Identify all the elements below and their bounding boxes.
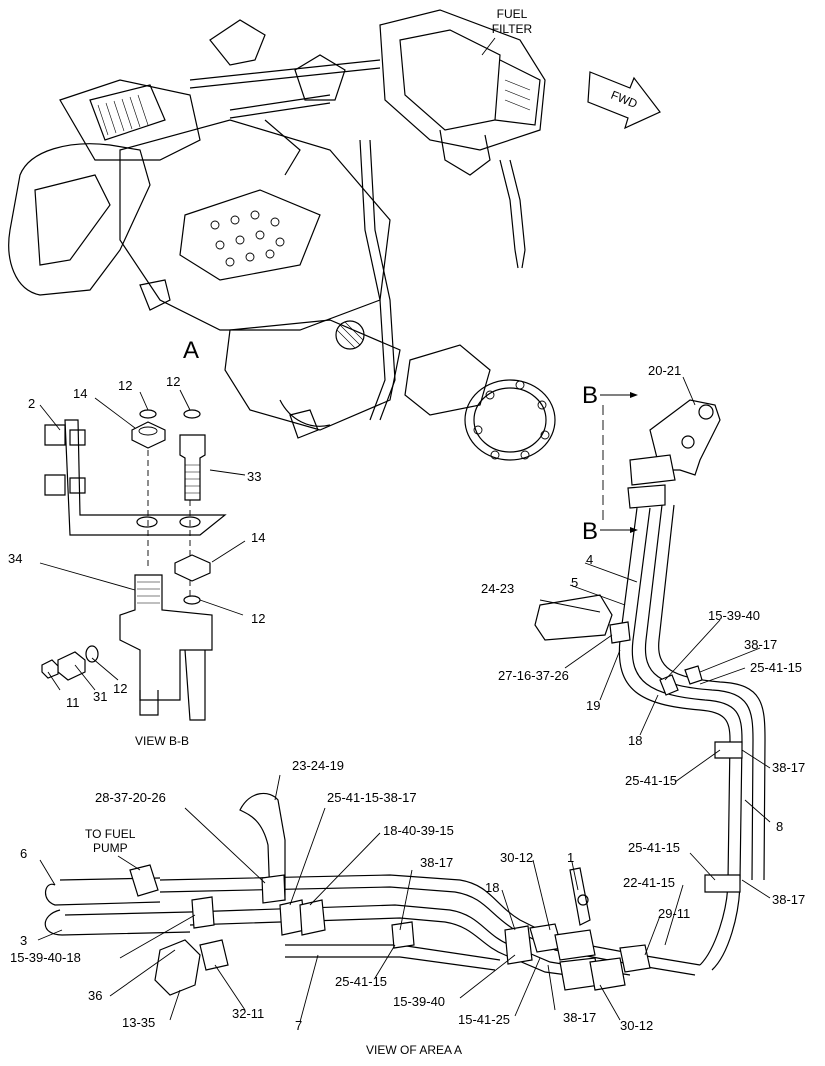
- callout-14-top: 14: [73, 386, 87, 401]
- callout-6: 6: [20, 846, 27, 861]
- callout-25-41-15-right-c: 25-41-15: [628, 840, 680, 855]
- callout-2: 2: [28, 396, 35, 411]
- area-a-label: A: [183, 337, 199, 364]
- callout-22-41-15: 22-41-15: [623, 875, 675, 890]
- callout-25-41-15-38-17: 25-41-15-38-17: [327, 790, 417, 805]
- callout-18-bottom: 18: [485, 880, 499, 895]
- view-bb-drawing: [41, 409, 227, 721]
- callout-25-41-15-right-a: 25-41-15: [750, 660, 802, 675]
- callout-38-17-bottom-b: 38-17: [563, 1010, 596, 1025]
- callout-31: 31: [93, 689, 107, 704]
- callout-25-41-15-bottom: 25-41-15: [335, 974, 387, 989]
- section-b-markers: B B: [582, 382, 638, 545]
- callout-28-37-20-26: 28-37-20-26: [95, 790, 166, 805]
- callout-15-39-40-bottom: 15-39-40: [393, 994, 445, 1009]
- callout-7: 7: [295, 1018, 302, 1033]
- section-b-top-label: B: [582, 382, 598, 409]
- fuel-filter-label: FUEL FILTER: [481, 7, 533, 56]
- callout-8: 8: [776, 819, 783, 834]
- callout-24-23: 24-23: [481, 581, 514, 596]
- fuel-filter-text-line1: FUEL: [497, 7, 528, 21]
- callout-36: 36: [88, 988, 102, 1003]
- callout-32-11: 32-11: [232, 1006, 264, 1021]
- section-b-bottom-label: B: [582, 518, 598, 545]
- callout-5: 5: [571, 575, 578, 590]
- callout-19-right: 19: [586, 698, 600, 713]
- callout-1: 1: [567, 850, 574, 865]
- callout-3: 3: [20, 933, 27, 948]
- callout-20-21: 20-21: [648, 363, 681, 378]
- callout-leaders: [37, 376, 771, 1023]
- callout-12-a: 12: [118, 378, 132, 393]
- engine-assembly-illustration: [8, 9, 556, 461]
- callout-15-41-25: 15-41-25: [458, 1012, 510, 1027]
- to-fuel-pump-line1: TO FUEL: [85, 827, 136, 841]
- callout-38-17-right-a: 38-17: [744, 637, 777, 652]
- callout-11: 11: [66, 695, 80, 710]
- view-area-a-caption: VIEW OF AREA A: [366, 1043, 462, 1057]
- callout-30-12-top: 30-12: [500, 850, 533, 865]
- callout-18-right: 18: [628, 733, 642, 748]
- callout-23-24-19: 23-24-19: [292, 758, 344, 773]
- callout-30-12-bottom: 30-12: [620, 1018, 653, 1033]
- view-area-a-callouts: 23-24-19 28-37-20-26 25-41-15-38-17 18-4…: [10, 758, 653, 1057]
- callout-38-17-bottom-a: 38-17: [420, 855, 453, 870]
- callout-38-17-right-c: 38-17: [772, 892, 805, 907]
- view-bb-caption: VIEW B-B: [135, 734, 189, 748]
- view-bb-callouts: 2 14 12 12 33 34 14 12 11 31 12 20-21 VI…: [8, 363, 681, 748]
- callout-34: 34: [8, 551, 22, 566]
- callout-15-39-40-18: 15-39-40-18: [10, 950, 81, 965]
- right-callouts: 4 5 24-23 15-39-40 38-17 25-41-15 27-16-…: [481, 552, 805, 921]
- callout-33: 33: [247, 469, 261, 484]
- callout-25-41-15-right-b: 25-41-15: [625, 773, 677, 788]
- callout-18-40-39-15: 18-40-39-15: [383, 823, 454, 838]
- fuel-filter-leader: [481, 37, 496, 56]
- right-line-run: [534, 399, 766, 971]
- callout-13-35: 13-35: [122, 1015, 155, 1030]
- callout-4: 4: [586, 552, 593, 567]
- callout-15-39-40-right: 15-39-40: [708, 608, 760, 623]
- fuel-filter-text-line2: FILTER: [492, 22, 533, 36]
- callout-14-lower: 14: [251, 530, 265, 545]
- view-area-a-drawing: [44, 792, 701, 996]
- callout-12-side: 12: [113, 681, 127, 696]
- callout-29-11: 29-11: [658, 906, 690, 921]
- callout-12-lower: 12: [251, 611, 265, 626]
- callout-27-16-37-26: 27-16-37-26: [498, 668, 569, 683]
- to-fuel-pump-line2: PUMP: [93, 841, 128, 855]
- callout-38-17-right-b: 38-17: [772, 760, 805, 775]
- callout-12-b: 12: [166, 374, 180, 389]
- fwd-arrow-icon: FWD: [587, 71, 661, 130]
